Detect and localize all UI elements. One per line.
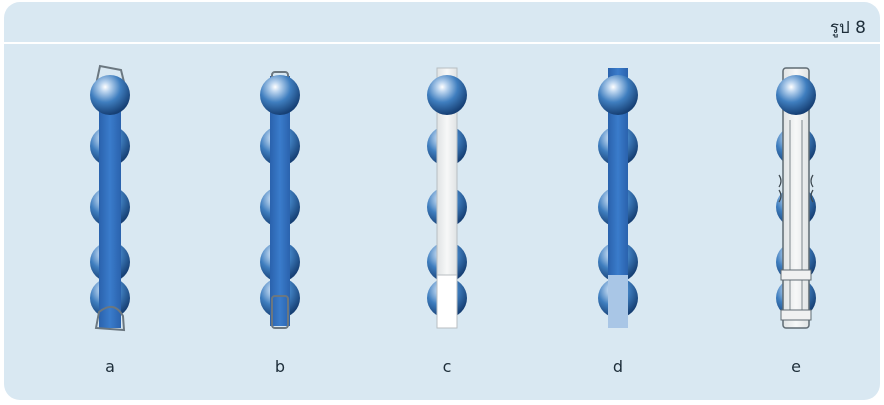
figure-label: รูป 8 [829, 18, 866, 38]
caption-c: c [442, 357, 452, 376]
caption-e: e [791, 357, 801, 376]
bead-strap-d [598, 68, 638, 328]
caption-b: b [274, 357, 286, 376]
bead-strap-e [776, 67, 816, 329]
bead-strap-c [427, 67, 467, 329]
header-divider [4, 42, 880, 44]
caption-a: a [105, 357, 115, 376]
bead-strap-b [260, 71, 300, 329]
caption-d: d [612, 357, 624, 376]
bead-strap-a [90, 64, 130, 332]
